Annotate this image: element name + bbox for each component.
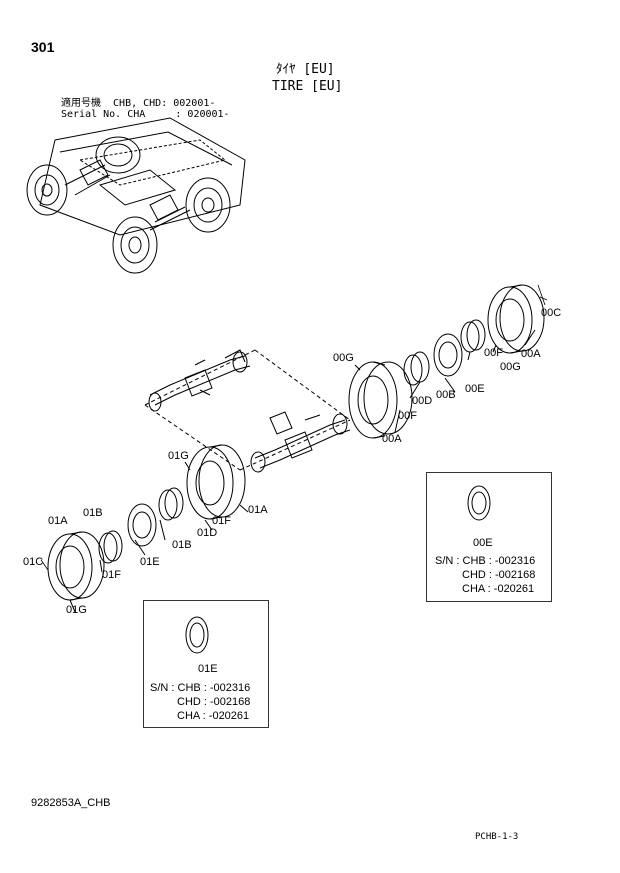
callout-01d: 01D (197, 527, 218, 539)
serial-number: Serial No. CHA : 020001- (61, 109, 230, 120)
inset-box-01e: 01E S/N : CHB : -002316 CHD : -002168 CH… (143, 600, 269, 728)
callout-01b-mid: 01B (172, 539, 192, 551)
applicable-model: 適用号機 CHB, CHD: 002001- (61, 98, 216, 109)
inset-01e-cha: CHA : -020261 (177, 710, 250, 722)
callout-00e: 00E (465, 383, 485, 395)
callout-01b: 01B (83, 507, 103, 519)
inset-01e-part: 01E (198, 663, 218, 675)
inset-00e-part: 00E (473, 537, 493, 549)
rear-axle-illustration (148, 349, 251, 412)
callout-00f: 00F (398, 410, 417, 422)
callout-00d: 00D (412, 395, 433, 407)
callout-01g: 01G (66, 604, 87, 616)
callout-00a: 00A (521, 348, 541, 360)
title-japanese: ﾀｲﾔ [EU] (276, 62, 335, 77)
callout-01c: 01C (23, 556, 44, 568)
callout-01g-top: 01G (168, 450, 189, 462)
washer-01e-illustration (185, 616, 209, 654)
callout-00g: 00G (333, 352, 354, 364)
inset-01e-chd: CHD : -002168 (177, 696, 251, 708)
callout-00b: 00B (436, 389, 456, 401)
callout-01f-mid: 01F (212, 515, 231, 527)
document-number: 9282853A_CHB (31, 797, 111, 809)
inset-00e-chd: CHD : -002168 (462, 569, 536, 581)
callout-01e: 01E (140, 556, 160, 568)
upper-wheel-exploded (348, 284, 548, 439)
washer-00e-illustration (467, 485, 491, 521)
callout-00g-top: 00G (500, 361, 521, 373)
front-axle-illustration (250, 411, 351, 473)
inset-box-00e: 00E S/N : CHB : -002316 CHD : -002168 CH… (426, 472, 552, 602)
lower-wheel-exploded (40, 444, 249, 613)
callout-00f-top: 00F (484, 347, 503, 359)
callout-01a: 01A (48, 515, 68, 527)
inset-01e-sn-chb: S/N : CHB : -002316 (150, 682, 251, 694)
title-english: TIRE [EU] (272, 79, 343, 94)
callout-00c: 00C (541, 307, 562, 319)
machine-overview-illustration (26, 117, 246, 274)
callout-01f: 01F (102, 569, 121, 581)
page-reference: PCHB-1-3 (475, 832, 519, 842)
callout-00a-low: 00A (382, 433, 402, 445)
page-number: 301 (31, 39, 55, 55)
callout-01a-right: 01A (248, 504, 268, 516)
inset-00e-sn-chb: S/N : CHB : -002316 (435, 555, 536, 567)
inset-00e-cha: CHA : -020261 (462, 583, 535, 595)
